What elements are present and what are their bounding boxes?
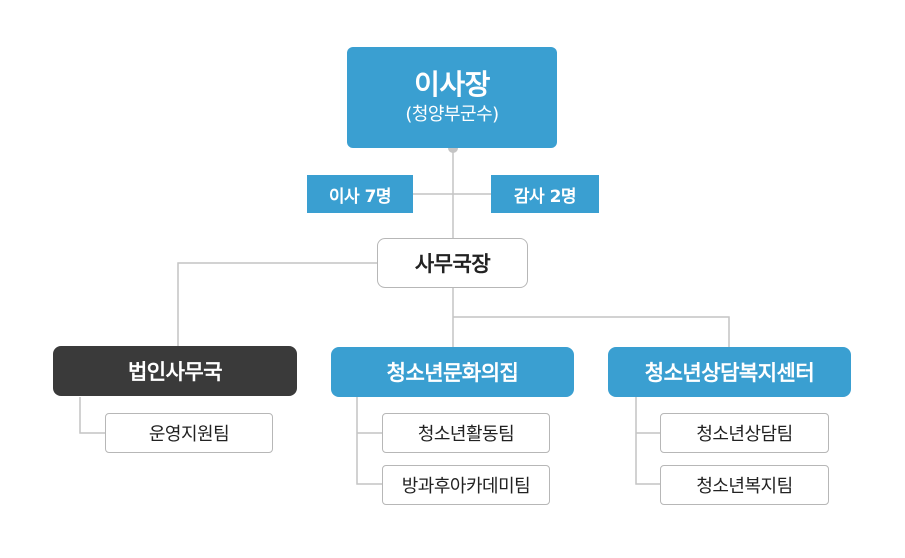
team-after-school-academy: 방과후아카데미팀	[382, 465, 550, 505]
team-youth-counseling: 청소년상담팀	[660, 413, 829, 453]
chairman-subtitle: (청양부군수)	[405, 103, 499, 125]
team-operations-support: 운영지원팀	[105, 413, 273, 453]
dept-corporate-office: 법인사무국	[53, 346, 297, 396]
team-youth-welfare: 청소년복지팀	[660, 465, 829, 505]
board-directors-box: 이사 7명	[307, 175, 413, 213]
team-youth-activity: 청소년활동팀	[382, 413, 550, 453]
board-auditors-box: 감사 2명	[491, 175, 599, 213]
dept-youth-culture-house: 청소년문화의집	[331, 347, 574, 397]
secretary-general-box: 사무국장	[377, 238, 528, 288]
chairman-title: 이사장	[414, 67, 490, 101]
chairman-box: 이사장 (청양부군수)	[347, 47, 557, 148]
dept-youth-counseling-center: 청소년상담복지센터	[608, 347, 851, 397]
